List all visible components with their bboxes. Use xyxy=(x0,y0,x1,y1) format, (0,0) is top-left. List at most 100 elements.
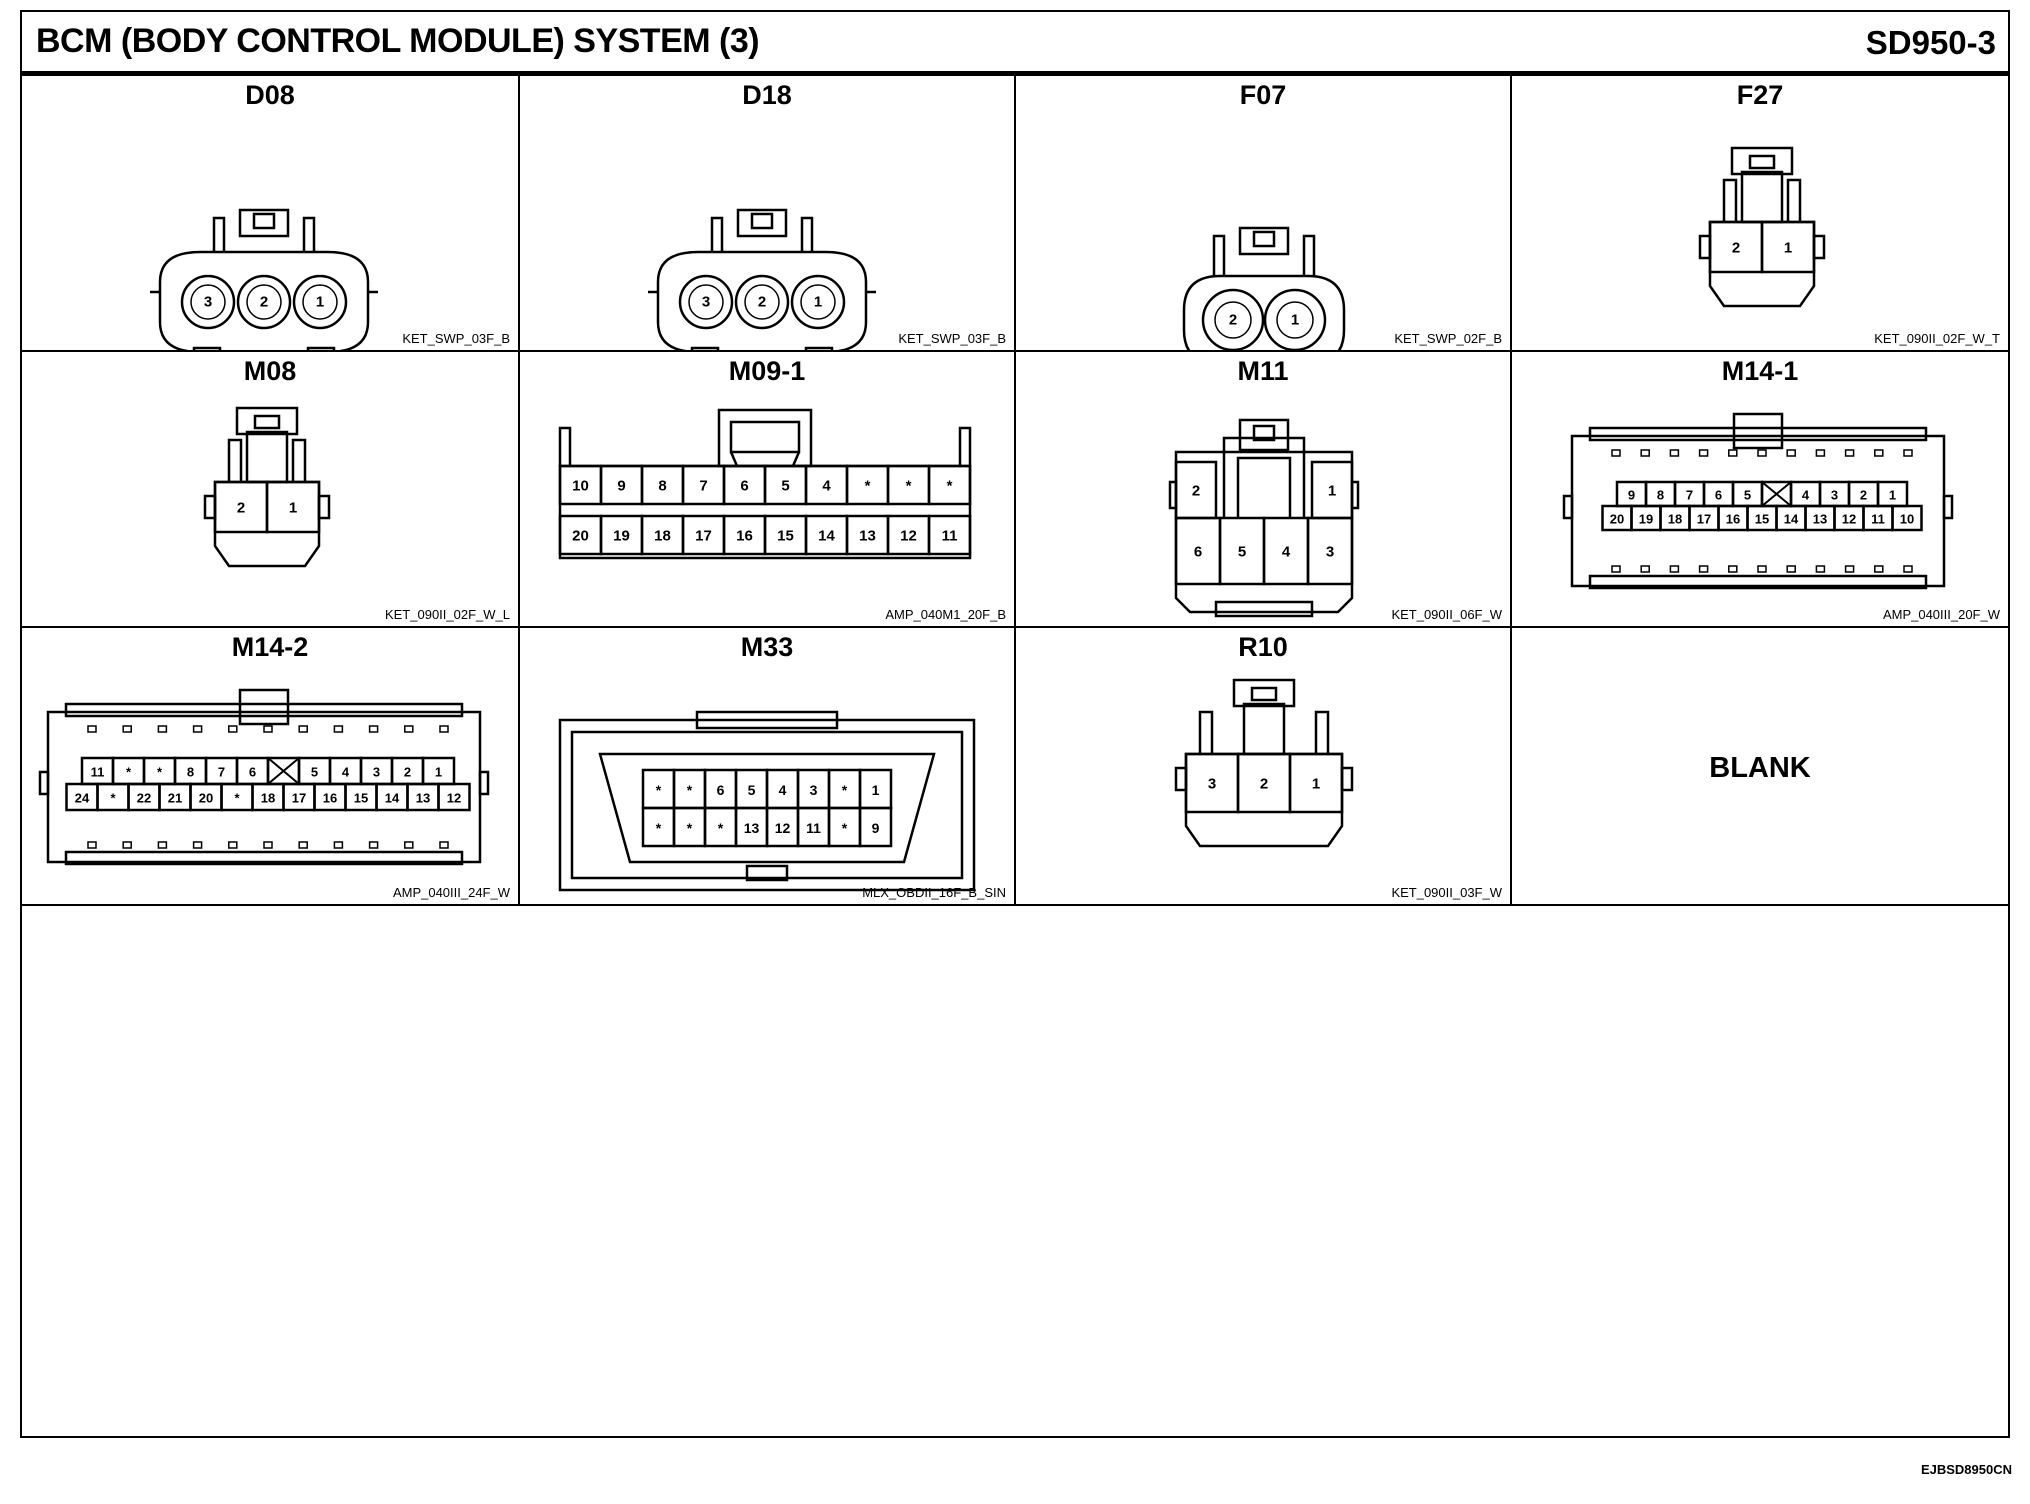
latch-post xyxy=(212,216,316,252)
rib-dot xyxy=(1728,449,1738,457)
bottom-rail xyxy=(1588,574,1928,590)
pin-number: * xyxy=(656,782,662,798)
pin-cavity xyxy=(292,274,348,330)
latch-inner xyxy=(1236,456,1292,518)
pin-cavity xyxy=(678,274,734,330)
latch-inner xyxy=(729,451,801,467)
keying-cross xyxy=(267,757,300,785)
rib-dot xyxy=(1757,565,1767,573)
pin-cavity xyxy=(734,274,790,330)
pin-number: 1 xyxy=(1889,488,1896,503)
pin-number: 17 xyxy=(1697,512,1711,527)
pin-number: 8 xyxy=(658,478,666,495)
pin-number: 12 xyxy=(775,820,791,836)
latch-post xyxy=(227,438,307,482)
rib-dot xyxy=(1640,449,1650,457)
page-title: BCM (BODY CONTROL MODULE) SYSTEM (3) xyxy=(36,22,760,60)
connector-part-code: KET_090II_03F_W xyxy=(1391,885,1502,900)
latch-slot xyxy=(252,212,276,230)
pin-number: 16 xyxy=(1726,512,1740,527)
latch-body xyxy=(1242,702,1286,756)
pin-number: 4 xyxy=(1282,544,1291,561)
housing-outline xyxy=(158,250,370,350)
pin-number: 19 xyxy=(613,528,630,545)
pin-number: 10 xyxy=(572,478,589,495)
pin-number: 2 xyxy=(404,765,411,780)
latch-tab xyxy=(1730,146,1794,176)
latch-tab xyxy=(1232,678,1296,708)
pin-number: 18 xyxy=(261,791,275,806)
pin-number: * xyxy=(906,478,912,495)
rib-dot xyxy=(1611,565,1621,573)
pin-number: 8 xyxy=(187,765,194,780)
connector-part-code: KET_SWP_03F_B xyxy=(898,331,1006,346)
rib-dot xyxy=(1874,449,1884,457)
pin-cell xyxy=(437,782,471,812)
latch-post xyxy=(558,426,972,466)
pin-number: 11 xyxy=(942,528,958,545)
pin-number: 1 xyxy=(316,294,324,311)
pin-number: 7 xyxy=(1686,488,1693,503)
rib-dot xyxy=(228,725,238,733)
pin-number: 1 xyxy=(872,782,880,798)
pin-number: 17 xyxy=(292,791,306,806)
pin-cavity xyxy=(1201,288,1265,350)
latch-tab xyxy=(1732,412,1784,450)
side-lock xyxy=(478,770,490,796)
connector-name: M08 xyxy=(243,356,297,386)
connector-name: D08 xyxy=(245,80,295,110)
rib-dot xyxy=(1757,449,1767,457)
connector-part-code: KET_090II_06F_W xyxy=(1391,607,1502,622)
pin-number: 6 xyxy=(249,765,256,780)
pin-cavity xyxy=(236,274,292,330)
rib-dot xyxy=(1903,449,1913,457)
rib-dot xyxy=(263,841,273,849)
pin-number: 1 xyxy=(1312,776,1320,793)
connector-name: F27 xyxy=(1736,80,1784,110)
rib-dot xyxy=(1728,565,1738,573)
connector-part-code: AMP_040III_20F_W xyxy=(1882,607,2000,622)
rib-dot xyxy=(87,841,97,849)
pin-number: 4 xyxy=(822,478,831,495)
side-lock xyxy=(1350,480,1360,510)
rib-dot xyxy=(1815,565,1826,573)
housing-outline xyxy=(656,250,868,350)
pin-number: 6 xyxy=(717,782,725,798)
pin-number: 13 xyxy=(416,791,430,806)
connector-part-code: KET_090II_02F_W_T xyxy=(1874,331,2000,346)
side-lock xyxy=(1812,234,1826,260)
pin-number: * xyxy=(656,820,662,836)
pin-cavity-inner xyxy=(800,284,836,320)
diagram-frame: BCM (BODY CONTROL MODULE) SYSTEM (3) SD9… xyxy=(20,10,2010,1438)
pin-number: 3 xyxy=(1208,776,1216,793)
pin-number: 3 xyxy=(810,782,818,798)
rib-dot xyxy=(1669,565,1680,573)
side-lock xyxy=(1562,494,1574,520)
latch-tab xyxy=(238,208,290,238)
pin-cell xyxy=(1891,504,1923,532)
pin-number: 11 xyxy=(806,820,821,836)
pin-cavity xyxy=(1263,288,1327,350)
pin-number: 2 xyxy=(1260,776,1268,793)
pin-number: 5 xyxy=(781,478,789,495)
pin-number: 10 xyxy=(1900,512,1914,527)
latch-slot xyxy=(750,212,774,230)
bottom-rib xyxy=(306,346,336,350)
bottom-rib xyxy=(1214,600,1314,618)
side-lock xyxy=(1942,494,1954,520)
latch-slot xyxy=(1250,686,1278,702)
pin-number: 2 xyxy=(1860,488,1867,503)
connector-name: M14-2 xyxy=(231,632,309,662)
pin-cavity-inner xyxy=(688,284,724,320)
pin-number: 14 xyxy=(818,528,835,545)
latch-body xyxy=(717,408,813,468)
latch-tab xyxy=(1238,418,1290,452)
pin-number: 20 xyxy=(572,528,589,545)
pin-number: * xyxy=(842,820,848,836)
pin-number: * xyxy=(865,478,871,495)
